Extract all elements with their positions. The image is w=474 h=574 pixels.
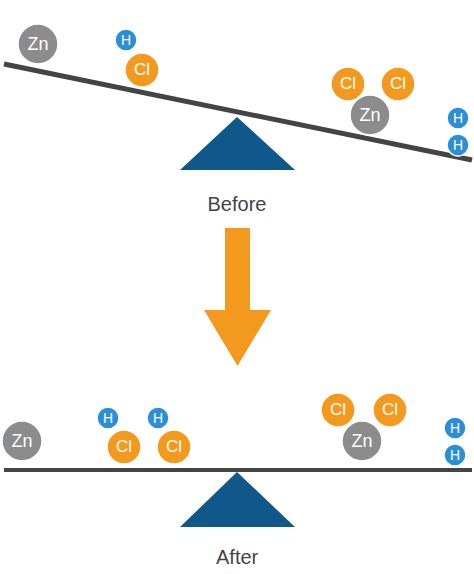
element-symbol: H [147, 407, 169, 429]
element-symbol: Cl [381, 67, 415, 101]
chlorine-atom: Cl [373, 393, 407, 427]
element-symbol: Zn [2, 421, 42, 461]
atom-fill [18, 24, 58, 64]
element-symbol: H [444, 444, 466, 466]
hydrogen-atom: H [447, 107, 469, 129]
atom-fill [381, 67, 415, 101]
atom-fill [147, 407, 169, 429]
element-symbol: Zn [350, 95, 390, 135]
atom-fill [157, 430, 191, 464]
zinc-atom: Zn [342, 421, 382, 461]
element-symbol: Cl [331, 67, 365, 101]
atom-fill [107, 430, 141, 464]
element-symbol: Zn [18, 24, 58, 64]
hydrogen-atom: H [97, 407, 119, 429]
atom-fill [444, 417, 466, 439]
atom-fill [125, 53, 159, 87]
stage-label: After [216, 546, 258, 569]
element-symbol: Cl [373, 393, 407, 427]
element-symbol: Cl [107, 430, 141, 464]
atom-fill [321, 393, 355, 427]
chlorine-atom: Cl [107, 430, 141, 464]
hydrogen-atom: H [447, 134, 469, 156]
hydrogen-atom: H [444, 444, 466, 466]
chlorine-atom: Cl [157, 430, 191, 464]
element-symbol: H [115, 29, 137, 51]
hydrogen-atom: H [147, 407, 169, 429]
chlorine-atom: Cl [321, 393, 355, 427]
atom-fill [342, 421, 382, 461]
zinc-atom: Zn [18, 24, 58, 64]
fulcrum-triangle [180, 117, 295, 170]
hydrogen-atom: H [115, 29, 137, 51]
element-symbol: H [97, 407, 119, 429]
atom-fill [97, 407, 119, 429]
element-symbol: H [444, 417, 466, 439]
stage-label: Before [208, 193, 267, 216]
element-symbol: Cl [125, 53, 159, 87]
zinc-atom: Zn [2, 421, 42, 461]
atom-fill [331, 67, 365, 101]
element-symbol: Zn [342, 421, 382, 461]
atom-fill [447, 134, 469, 156]
arrow-head [204, 310, 271, 366]
element-symbol: Cl [321, 393, 355, 427]
chlorine-atom: Cl [331, 67, 365, 101]
element-symbol: H [447, 107, 469, 129]
atom-fill [447, 107, 469, 129]
atom-fill [444, 444, 466, 466]
fulcrum-triangle [180, 472, 295, 527]
element-symbol: H [447, 134, 469, 156]
level-beam [4, 468, 472, 472]
hydrogen-atom: H [444, 417, 466, 439]
arrow-shaft [225, 228, 250, 312]
chlorine-atom: Cl [125, 53, 159, 87]
atom-fill [350, 95, 390, 135]
zinc-atom: Zn [350, 95, 390, 135]
atom-fill [373, 393, 407, 427]
chlorine-atom: Cl [381, 67, 415, 101]
element-symbol: Cl [157, 430, 191, 464]
atom-fill [115, 29, 137, 51]
atom-fill [2, 421, 42, 461]
